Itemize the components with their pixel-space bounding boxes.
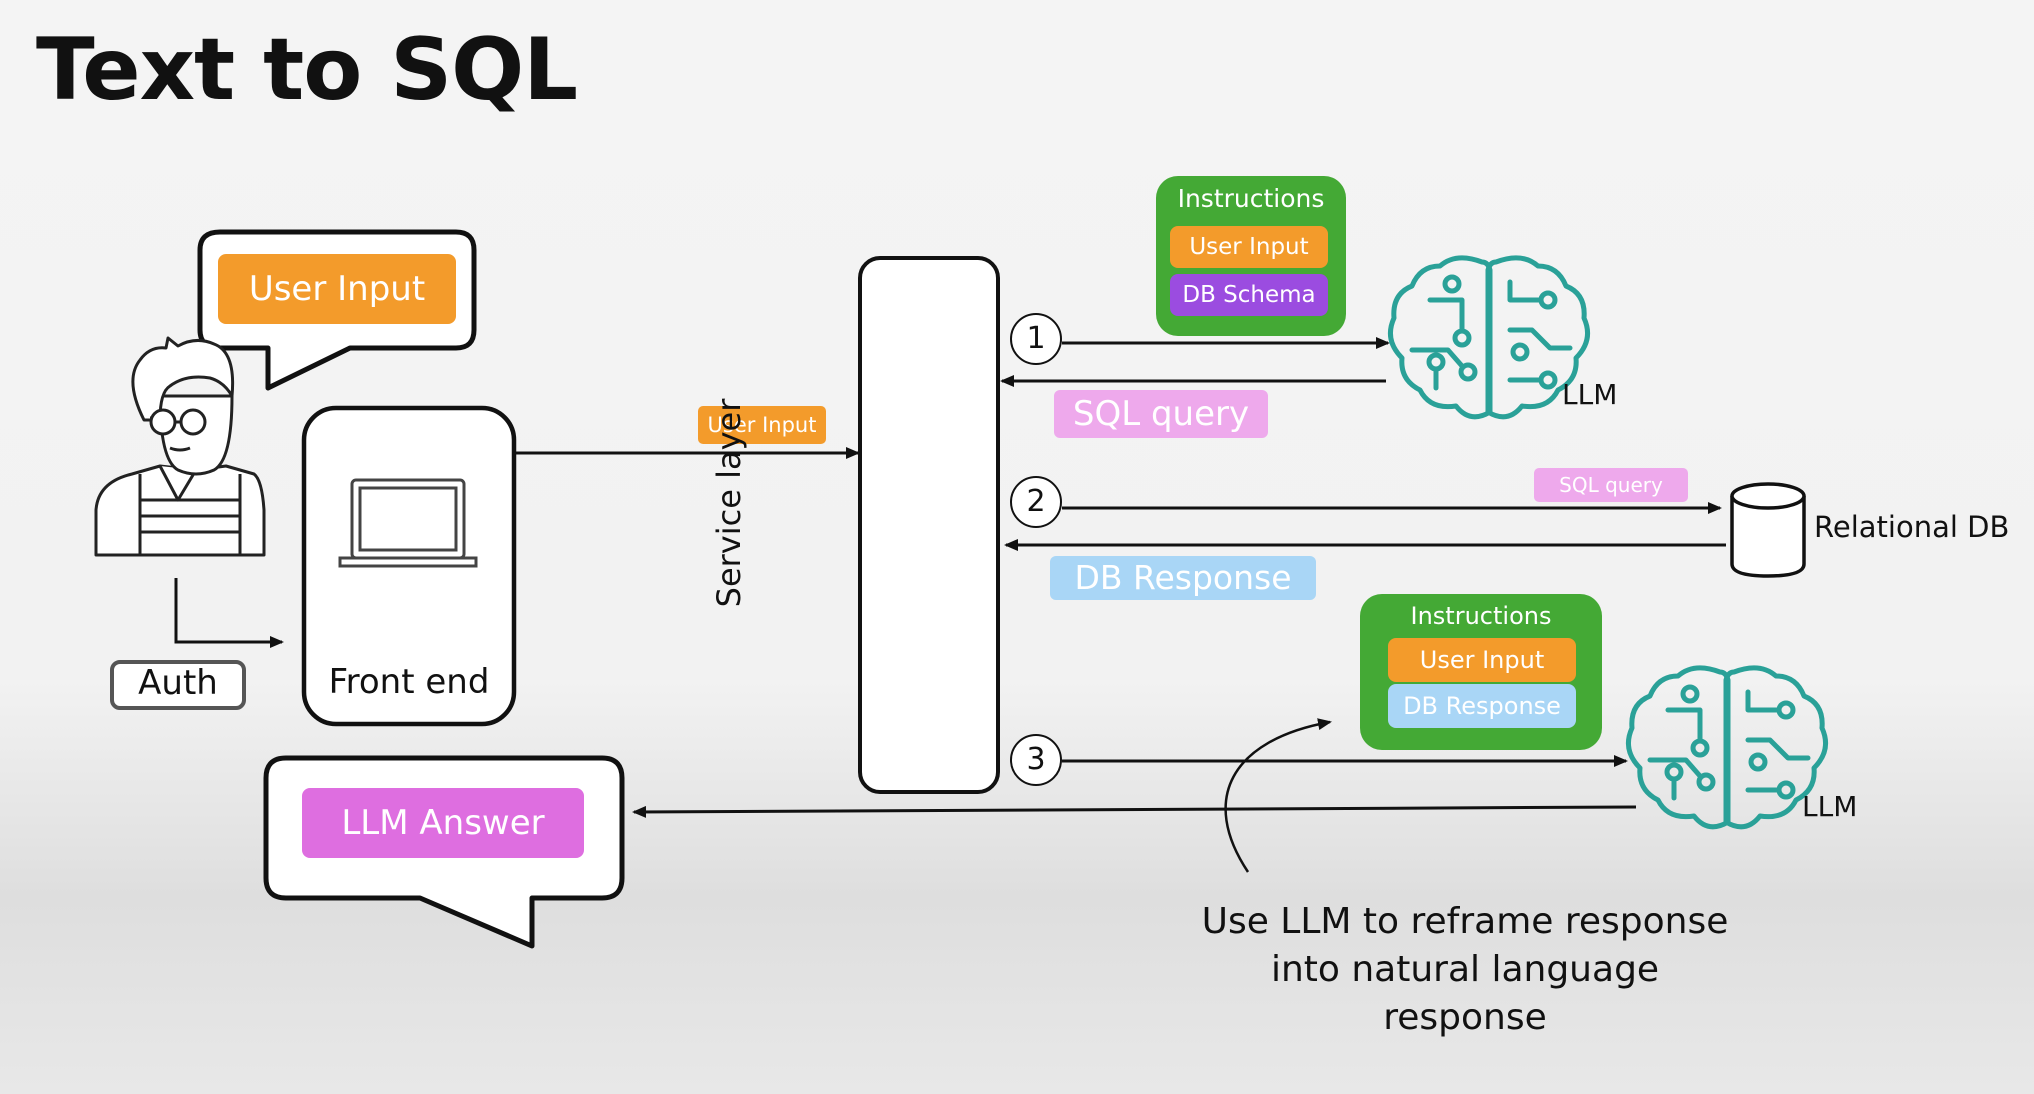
llm-brain-icon bbox=[1625, 665, 1829, 830]
prompt-box-1: Instructions User Input DB Schema bbox=[1156, 176, 1346, 336]
prompt-box-2-header: Instructions bbox=[1410, 602, 1552, 630]
llm-brain-icon bbox=[1387, 255, 1591, 420]
user-person-icon bbox=[94, 336, 266, 557]
edge-user-input-chip: User Input bbox=[698, 406, 826, 444]
prompt-box-1-header: Instructions bbox=[1177, 184, 1325, 213]
auth-box bbox=[110, 660, 246, 710]
llm-1-label: LLM bbox=[1562, 378, 1618, 411]
auth-label: Auth bbox=[138, 663, 218, 703]
user-input-chip: User Input bbox=[218, 254, 456, 324]
database-icon bbox=[1730, 482, 1806, 578]
llm-answer-chip: LLM Answer bbox=[302, 788, 584, 858]
page-title: Text to SQL bbox=[36, 20, 578, 120]
answer-return-arrow bbox=[632, 805, 1637, 818]
step-1-marker: 1 bbox=[1010, 313, 1062, 365]
prompt-box-1-user-input: User Input bbox=[1170, 226, 1328, 268]
reframe-note: Use LLM to reframe response into natural… bbox=[1140, 898, 1790, 1042]
reframe-note-line-1: Use LLM to reframe response bbox=[1201, 901, 1729, 942]
service-layer-box bbox=[858, 256, 1000, 794]
frontend-label: Front end bbox=[328, 662, 490, 702]
prompt-box-2: Instructions User Input DB Response bbox=[1360, 594, 1602, 750]
note-pointer-arrow bbox=[1224, 718, 1332, 873]
llm-2-label: LLM bbox=[1802, 790, 1858, 823]
laptop-icon bbox=[338, 478, 478, 568]
relational-db-label: Relational DB bbox=[1814, 510, 2010, 544]
reframe-note-line-2: into natural language bbox=[1270, 949, 1660, 990]
step-3-marker: 3 bbox=[1010, 734, 1062, 786]
prompt-box-2-user-input: User Input bbox=[1388, 638, 1576, 682]
user-to-frontend-arrow bbox=[174, 578, 284, 648]
sql-query-send-chip: SQL query bbox=[1534, 468, 1688, 502]
prompt-box-1-db-schema: DB Schema bbox=[1170, 274, 1328, 316]
prompt-box-2-db-response: DB Response bbox=[1388, 684, 1576, 728]
db-response-chip: DB Response bbox=[1050, 556, 1316, 600]
step-2-marker: 2 bbox=[1010, 476, 1062, 528]
sql-query-return-chip: SQL query bbox=[1054, 390, 1268, 438]
service-layer-label: Service layer bbox=[710, 398, 748, 608]
reframe-note-line-3: response bbox=[1383, 997, 1547, 1038]
